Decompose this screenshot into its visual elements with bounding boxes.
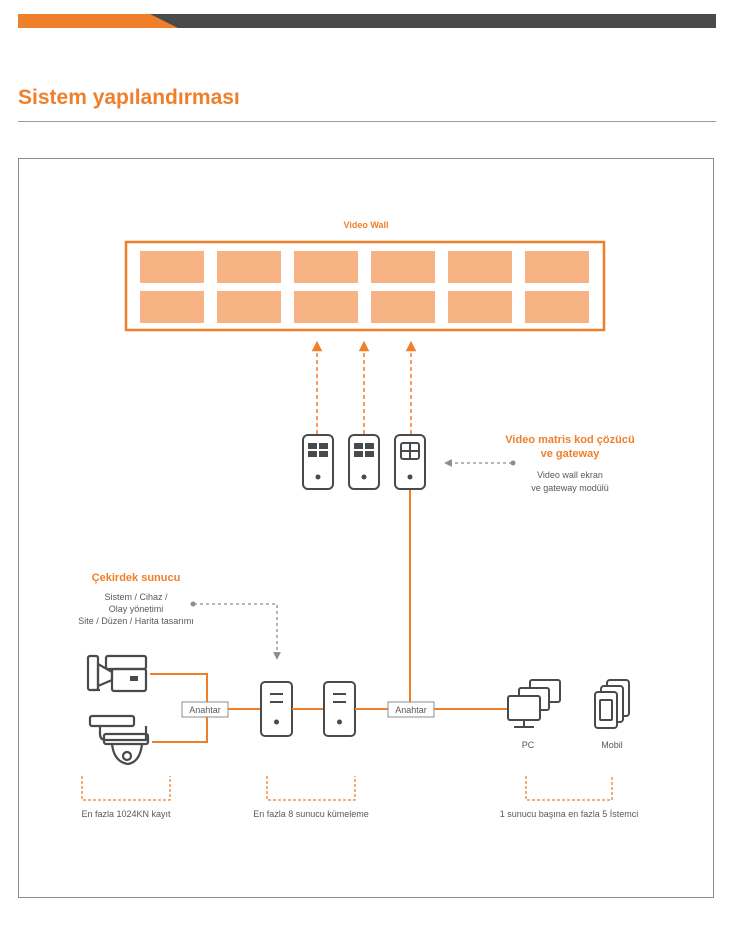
mobile-label: Mobil (601, 740, 623, 750)
video-wall-tile (217, 251, 281, 283)
client-caption: 1 sunucu başına en fazla 5 İstemci (500, 809, 639, 819)
title-divider (18, 121, 716, 122)
box-camera-icon (86, 654, 148, 693)
core-server-title: Çekirdek sunucu (92, 572, 181, 584)
pc-label: PC (522, 740, 535, 750)
mobile-icon (594, 679, 630, 729)
video-wall-tile (217, 291, 281, 323)
video-wall-tile (525, 251, 589, 283)
decoder-icon (302, 434, 334, 490)
video-wall-tile (371, 291, 435, 323)
video-wall-label: Video Wall (343, 220, 388, 230)
decoder-to-wall-links (311, 340, 417, 434)
core-server-line3: Site / Düzen / Harita tasarımı (78, 616, 194, 626)
video-wall-tile (448, 251, 512, 283)
core-server-line2: Olay yönetimi (109, 604, 164, 614)
switch-left-label: Anahtar (189, 705, 221, 715)
group-brackets (81, 776, 613, 801)
video-wall-tile (448, 291, 512, 323)
switch-right: Anahtar (387, 701, 435, 718)
video-wall-tile (525, 291, 589, 323)
server-icon (323, 681, 356, 737)
decoder-desc-line2: ve gateway modülü (531, 483, 609, 493)
video-wall-tile (371, 251, 435, 283)
video-wall-tile (294, 291, 358, 323)
diagram-frame (18, 158, 714, 898)
core-server-line1: Sistem / Cihaz / (104, 592, 168, 602)
dome-camera-icon (88, 714, 150, 766)
decoder-desc-line1: Video wall ekran (537, 470, 603, 480)
core-server-pointer (194, 603, 281, 660)
decoder-annotation-pointer (444, 459, 516, 467)
page-title: Sistem yapılandırması (18, 86, 240, 109)
decoder-icon (348, 434, 380, 490)
decoder-title-line1: Video matris kod çözücü (505, 434, 634, 446)
gateway-icon (394, 434, 426, 490)
video-wall-tile (140, 251, 204, 283)
decoder-title-line2: ve gateway (541, 448, 601, 460)
camera-caption: En fazla 1024KN kayıt (81, 809, 171, 819)
switch-right-label: Anahtar (395, 705, 427, 715)
server-caption: En fazla 8 sunucu kümeleme (253, 809, 369, 819)
server-icon (260, 681, 293, 737)
video-wall-tile (140, 291, 204, 323)
pc-icon (507, 679, 561, 728)
video-wall (124, 240, 606, 332)
header-bar (18, 14, 716, 28)
video-wall-tile (294, 251, 358, 283)
switch-left: Anahtar (181, 701, 229, 718)
